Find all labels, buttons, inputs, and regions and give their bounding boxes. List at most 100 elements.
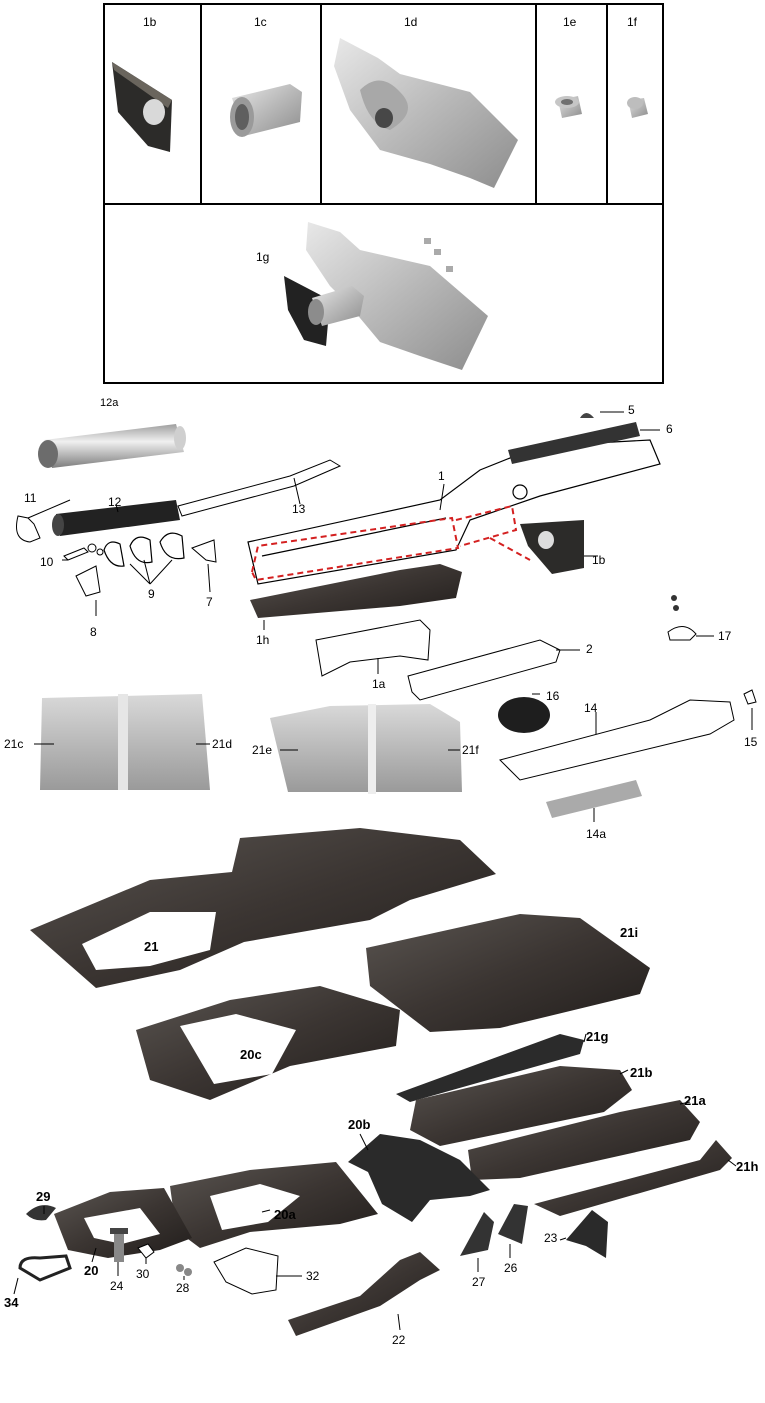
callout-20b: 20b [348,1117,371,1132]
part-1e-bushing [555,96,582,118]
table-label-1e: 1e [563,15,577,29]
part-16-grommet [498,697,550,733]
callout-28: 28 [176,1281,190,1295]
part-1a-bracket [315,619,431,677]
part-14a-strip [546,780,642,818]
callout-29: 29 [36,1189,51,1204]
callout-15: 15 [744,735,758,749]
table-divider [535,3,537,204]
callout-12a: 12a [100,397,119,409]
callout-21b: 21b [630,1065,653,1080]
part-24-bolt [110,1228,128,1262]
callout-9: 9 [148,587,155,601]
callout-16: 16 [546,689,560,703]
callout-22: 22 [392,1333,406,1347]
part-1b-bracket-small [520,520,584,574]
callout-14: 14 [584,701,598,715]
callout-30: 30 [136,1267,150,1281]
callout-17: 17 [718,629,732,643]
callout-11: 11 [24,491,37,505]
part-1d-panel [334,38,518,188]
part-12a-muffler [38,424,186,468]
callout-21i: 21i [620,925,639,940]
callout-20a: 20a [274,1207,296,1222]
callout-21f: 21f [462,743,479,757]
callout-1: 1 [438,469,445,483]
callout-24: 24 [110,1279,124,1293]
part-12-tube [52,500,180,536]
part-27-bracket [460,1212,494,1256]
part-22-brace [288,1252,440,1336]
part-7-bracket [191,539,217,563]
part-21a-floor-pan [468,1100,700,1180]
part-23-bracket [566,1210,608,1258]
part-1g-assembly [284,222,488,370]
callout-21g: 21g [586,1029,609,1044]
callout-20: 20 [84,1263,99,1278]
parts-table [103,3,664,384]
table-divider-horizontal [103,203,664,205]
callout-12: 12 [108,495,122,509]
part-21g-strip [396,1034,584,1102]
part-2-frame-section [407,639,561,701]
callout-26: 26 [504,1261,518,1275]
part-5-cap [580,413,594,418]
callout-27: 27 [472,1275,486,1289]
part-1h-sill [250,564,462,618]
table-divider [200,3,202,204]
callout-34: 34 [4,1295,19,1310]
part-26-bracket [498,1204,528,1244]
callout-8: 8 [90,625,97,639]
part-21i-floor-pan [366,914,650,1032]
part-20b-bracket [348,1134,490,1222]
part-28-clips [176,1264,192,1276]
part-6-rail [508,422,640,464]
part-30-clip [137,1243,155,1259]
part-8-bracket [75,565,101,597]
table-label-1b: 1b [143,15,157,29]
part-14-frame-tunnel [499,699,735,781]
part-1c-sleeve [230,84,302,137]
table-divider [320,3,322,204]
part-21-floor-pan [30,828,496,988]
part-17-cap [667,626,697,641]
part-1b-bracket [112,62,172,152]
callout-21: 21 [144,939,159,954]
callout-21c: 21c [4,737,24,751]
callout-1h: 1h [256,633,270,647]
part-9-clamp-rings [103,532,185,567]
callout-21d: 21d [212,737,233,751]
callout-20c: 20c [240,1047,262,1062]
table-label-1g: 1g [256,250,270,264]
callout-13: 13 [292,502,306,516]
part-21e-21f-floor-panels [270,704,462,794]
callout-5: 5 [628,403,635,417]
callout-14a: 14a [586,827,607,841]
part-1f-bushing [627,97,648,118]
callout-21a: 21a [684,1093,706,1108]
part-21b-floor-pan [410,1066,632,1146]
part-1-frame-rail [247,439,661,585]
callout-32: 32 [306,1269,320,1283]
leader-lines [13,411,753,1331]
part-20a-floor-section [170,1162,378,1248]
part-20c-floor-section [136,986,400,1100]
table-divider [606,3,608,204]
callout-21e: 21e [252,743,273,757]
part-15-clip [743,689,757,705]
callout-10: 10 [40,555,54,569]
table-label-1c: 1c [254,15,267,29]
part-21c-21d-floor-panels [40,694,210,790]
part-10-clips [63,543,104,561]
part-11-elbow [16,515,41,543]
part-21h-sill [534,1140,732,1216]
callout-21h: 21h [736,1159,759,1174]
callout-7: 7 [206,595,213,609]
part-34-bracket [18,1254,72,1282]
table-label-1f: 1f [627,15,638,29]
callout-1b: 1b [592,553,606,567]
part-29-plug [26,1205,56,1221]
part-32-plate [213,1247,279,1295]
part-13-rod [177,459,342,517]
